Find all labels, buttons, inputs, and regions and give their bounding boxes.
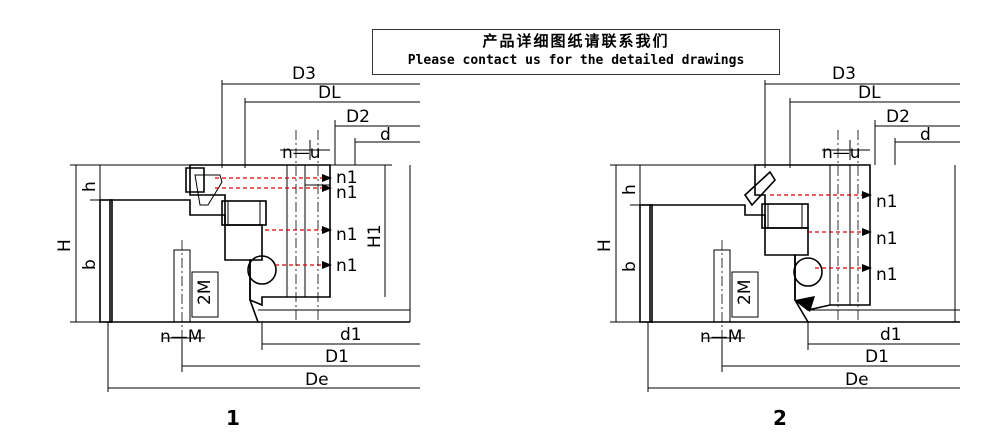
fig1-label-n1-c: n1 [336, 225, 358, 245]
fig2-label-b: b [620, 261, 640, 272]
ball [247, 255, 277, 285]
fig1-label-d1: d1 [340, 325, 362, 345]
fig2-label-D2: D2 [886, 107, 910, 127]
fig2-label-De: De [845, 370, 869, 390]
fig2-label-n-u: n—u [822, 143, 861, 163]
fig2-label-h: h [620, 184, 640, 195]
figure-2: D3 DL D2 d n—u n1 n1 n1 h H b 2M n—M d1 … [595, 64, 960, 430]
fig2-label-2M: 2M [735, 280, 755, 305]
fig1-label-H1: H1 [365, 224, 385, 248]
fig1-label-b: b [80, 259, 100, 270]
fig1-label-n1-a: n1 [336, 168, 358, 188]
fig2-label-d: d [920, 125, 931, 145]
fig2-caption: 2 [773, 406, 787, 430]
outer-ring-section [649, 204, 810, 323]
fig2-label-H: H [595, 239, 615, 252]
fig1-label-DL: DL [318, 83, 341, 103]
fig2-label-D3: D3 [832, 64, 856, 84]
fig2-label-DL: DL [858, 83, 881, 103]
fig2-label-n1-b: n1 [876, 229, 898, 249]
ball [793, 257, 823, 287]
fig2-label-n1-c: n1 [876, 265, 898, 285]
fig1-label-n1-d: n1 [336, 256, 358, 276]
fig2-label-n-M: n—M [700, 327, 742, 347]
fig1-label-H: H [55, 239, 75, 252]
fig2-label-D1: D1 [865, 347, 889, 367]
roller-cage [761, 203, 809, 229]
fig2-label-d1: d1 [880, 325, 902, 345]
fig1-label-2M: 2M [195, 280, 215, 305]
outer-ring-section [109, 199, 260, 323]
fig1-label-d: d [380, 125, 391, 145]
fig1-label-De: De [305, 370, 329, 390]
roller-cage [221, 200, 267, 226]
contact-banner: 产品详细图纸请联系我们 Please contact us for the de… [372, 29, 780, 75]
fig2-label-n1-a: n1 [876, 192, 898, 212]
fig1-label-D2: D2 [346, 107, 370, 127]
fig1-label-n1-b: n1 [336, 183, 358, 203]
fig1-label-D3: D3 [292, 64, 316, 84]
fig1-label-h: h [80, 181, 100, 192]
inner-ring-section [754, 164, 871, 311]
fig1-label-n-M: n—M [160, 327, 202, 347]
fig1-label-D1: D1 [325, 347, 349, 367]
figure-1: D3 DL D2 d n—u n1 n1 n1 n1 H1 h H b 2M n… [55, 64, 420, 430]
banner-chinese-text: 产品详细图纸请联系我们 [482, 32, 670, 50]
banner-english-text: Please contact us for the detailed drawi… [407, 53, 745, 68]
fig1-caption: 1 [226, 406, 240, 430]
fig1-label-n-u: n—u [282, 143, 321, 163]
